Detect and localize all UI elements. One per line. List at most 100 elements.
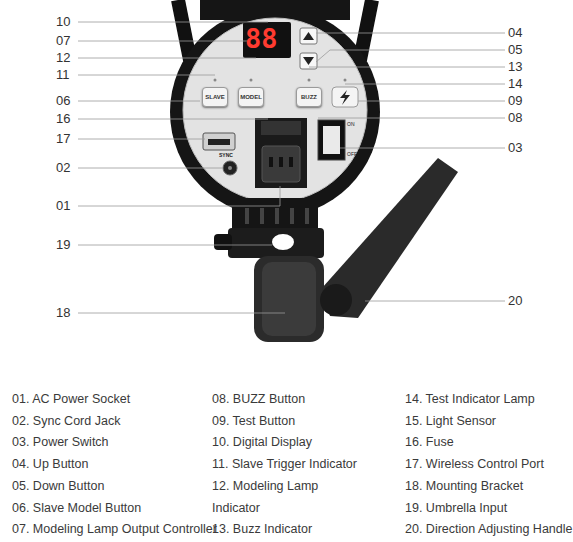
leader-line <box>345 84 505 85</box>
button-label: SLAVE <box>205 94 225 100</box>
callout-number: 13 <box>508 59 522 75</box>
part-list-item: 10. Digital Display <box>212 432 312 454</box>
switch-marking: ON <box>347 121 355 127</box>
part-list-item: 01. AC Power Socket <box>12 389 130 411</box>
callout-number: 05 <box>508 42 522 58</box>
fuse <box>261 121 301 135</box>
wireless-control-port <box>203 133 235 150</box>
vent-fins <box>232 198 318 228</box>
up-button <box>300 28 317 44</box>
callout-number: 11 <box>56 67 70 83</box>
part-list-item: 17. Wireless Control Port <box>405 454 544 476</box>
indicator-lamp <box>308 79 311 82</box>
handle-joint <box>320 284 352 316</box>
callout-number: 12 <box>56 50 70 66</box>
part-list-item: 19. Umbrella Input <box>405 498 507 520</box>
callout-number: 19 <box>56 237 70 253</box>
leader-line <box>78 245 272 246</box>
callout-number: 17 <box>56 131 70 147</box>
callout-number: 10 <box>56 14 70 30</box>
umbrella-holder <box>228 228 324 258</box>
socket-pin <box>269 157 273 167</box>
leader-line <box>78 101 200 102</box>
digital-display <box>243 22 291 58</box>
switch-marking: OFF <box>347 151 357 157</box>
leader-line <box>365 301 505 302</box>
leader-line <box>318 118 505 119</box>
leader-line <box>358 101 505 102</box>
vent-slot <box>305 208 309 224</box>
callout-number: 07 <box>56 33 70 49</box>
port-slot <box>208 139 230 145</box>
leader-line <box>340 148 505 149</box>
leader-line <box>78 186 280 206</box>
leader-line <box>316 50 505 62</box>
callout-number: 14 <box>508 76 522 92</box>
mounting-bracket <box>262 262 316 336</box>
socket-pin <box>279 157 283 167</box>
part-list-item: 14. Test Indicator Lamp <box>405 389 535 411</box>
part-list-item: 06. Slave Model Button <box>12 498 141 520</box>
mounting-bracket <box>254 256 324 342</box>
port-marking: SYNC <box>219 152 233 158</box>
callout-number: 16 <box>56 111 70 127</box>
callout-number: 20 <box>508 293 522 309</box>
part-list-item: 04. Up Button <box>12 454 88 476</box>
callout-number: 02 <box>56 160 70 176</box>
leader-lines <box>78 22 505 313</box>
leader-line <box>316 33 505 34</box>
leader-line <box>78 119 268 120</box>
callout-number: 08 <box>508 110 522 126</box>
power-switch <box>318 120 345 160</box>
up-arrow <box>303 32 314 40</box>
flash-body <box>200 0 350 20</box>
button-label: MODEL <box>240 94 262 100</box>
leader-line <box>309 67 505 68</box>
lightning-symbol <box>340 90 350 105</box>
down-arrow <box>303 57 314 65</box>
part-list-item: 02. Sync Cord Jack <box>12 411 120 433</box>
control-button: MODEL <box>238 87 264 107</box>
indicator-lamp <box>250 79 253 82</box>
leader-line <box>78 41 250 42</box>
indicator-lamp <box>214 79 217 82</box>
control-button: BUZZ <box>296 87 322 107</box>
part-list-item: 03. Power Switch <box>12 432 109 454</box>
part-list-item: 15. Light Sensor <box>405 411 496 433</box>
leader-line <box>78 58 256 59</box>
display-digits: 88 <box>245 22 278 56</box>
yoke-arm <box>178 0 190 60</box>
part-list-item: 11. Slave Trigger Indicator <box>212 454 357 476</box>
leader-line <box>78 168 222 169</box>
ac-power-socket <box>262 146 300 182</box>
part-list-item: 16. Fuse <box>405 432 454 454</box>
part-list-item: 09. Test Button <box>212 411 295 433</box>
leader-line <box>78 313 285 314</box>
umbrella-input <box>272 234 294 250</box>
leader-line <box>78 75 215 76</box>
test-button <box>332 87 358 107</box>
callout-number: 03 <box>508 140 522 156</box>
vent-slot <box>290 208 294 224</box>
part-list-item: 05. Down Button <box>12 476 104 498</box>
part-list-item: 18. Mounting Bracket <box>405 476 523 498</box>
part-list-item: 07. Modeling Lamp Output Controller <box>12 519 217 541</box>
callout-number: 06 <box>56 93 70 109</box>
vent-slot <box>275 208 279 224</box>
callout-number: 04 <box>508 25 522 41</box>
socket-pin <box>289 157 293 167</box>
control-panel <box>183 18 367 202</box>
part-list-item: 08. BUZZ Button <box>212 389 305 411</box>
sync-jack-hole <box>228 166 232 170</box>
callout-number: 09 <box>508 93 522 109</box>
vent-slot <box>260 208 264 224</box>
yoke-arm <box>360 0 372 60</box>
vent-slot <box>245 208 249 224</box>
lock-knob <box>214 234 232 250</box>
indicator-lamp <box>344 79 347 82</box>
button-label: BUZZ <box>301 94 317 100</box>
switch-rocker <box>323 126 340 154</box>
sync-jack <box>223 161 237 175</box>
ac-socket-housing <box>255 118 307 188</box>
